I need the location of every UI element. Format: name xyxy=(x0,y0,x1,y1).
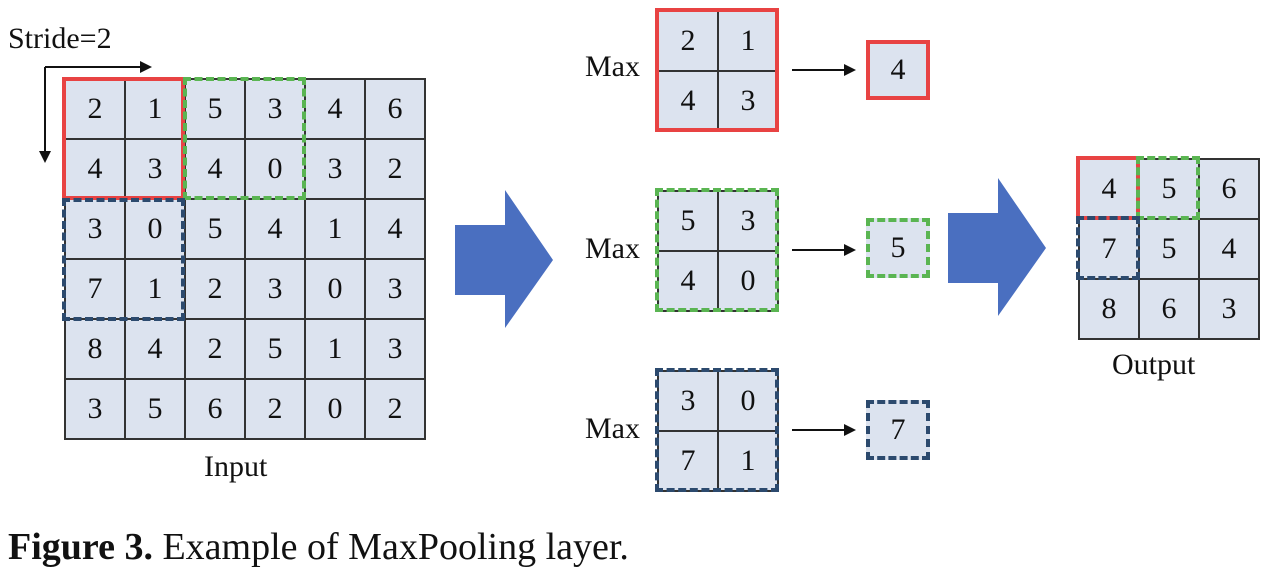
input-cell: 5 xyxy=(185,79,245,139)
window-2-cell: 4 xyxy=(658,251,718,311)
input-cell: 5 xyxy=(125,379,185,439)
input-cell: 2 xyxy=(65,79,125,139)
output-cell: 4 xyxy=(1079,159,1139,219)
input-cell: 4 xyxy=(305,79,365,139)
result-box-1: 4 xyxy=(866,40,930,100)
big-arrow-2 xyxy=(948,178,1046,316)
input-cell: 7 xyxy=(65,259,125,319)
input-cell: 4 xyxy=(65,139,125,199)
caption-bold: Figure 3. xyxy=(8,526,153,568)
window-3-arrow xyxy=(792,424,856,436)
window-2-arrow xyxy=(792,244,856,256)
output-cell: 4 xyxy=(1199,219,1259,279)
input-label: Input xyxy=(204,450,268,483)
input-cell: 3 xyxy=(245,79,305,139)
window-2-cell: 3 xyxy=(718,191,778,251)
window-1-cell: 2 xyxy=(658,11,718,71)
input-cell: 1 xyxy=(305,199,365,259)
output-cell: 6 xyxy=(1199,159,1259,219)
window-1-cell: 3 xyxy=(718,71,778,131)
input-cell: 8 xyxy=(65,319,125,379)
result-box-3: 7 xyxy=(866,400,930,460)
input-cell: 0 xyxy=(305,379,365,439)
input-cell: 4 xyxy=(125,319,185,379)
stride-arrows xyxy=(39,61,152,163)
input-cell: 5 xyxy=(185,199,245,259)
input-cell: 3 xyxy=(65,379,125,439)
input-cell: 3 xyxy=(125,139,185,199)
input-cell: 5 xyxy=(245,319,305,379)
output-cell: 6 xyxy=(1139,279,1199,339)
figure-caption: Figure 3. Example of MaxPooling layer. xyxy=(8,525,629,569)
window-2-cell: 0 xyxy=(718,251,778,311)
max-label-2: Max xyxy=(585,232,640,265)
input-cell: 1 xyxy=(125,259,185,319)
input-cell: 3 xyxy=(365,259,425,319)
input-cell: 2 xyxy=(185,319,245,379)
input-cell: 2 xyxy=(185,259,245,319)
caption-text: Example of MaxPooling layer. xyxy=(152,526,629,568)
big-arrow-1 xyxy=(455,190,553,328)
stride-label: Stride=2 xyxy=(8,22,112,55)
output-cell: 8 xyxy=(1079,279,1139,339)
window-3-cell: 3 xyxy=(658,371,718,431)
input-cell: 3 xyxy=(65,199,125,259)
max-label-1: Max xyxy=(585,50,640,83)
input-cell: 3 xyxy=(305,139,365,199)
input-cell: 0 xyxy=(245,139,305,199)
result-box-2: 5 xyxy=(866,218,930,278)
input-cell: 4 xyxy=(365,199,425,259)
window-2-cell: 5 xyxy=(658,191,718,251)
window-3-cell: 0 xyxy=(718,371,778,431)
output-cell: 3 xyxy=(1199,279,1259,339)
input-cell: 1 xyxy=(305,319,365,379)
max-label-3: Max xyxy=(585,412,640,445)
input-cell: 6 xyxy=(185,379,245,439)
window-1-cell: 1 xyxy=(718,11,778,71)
input-cell: 2 xyxy=(245,379,305,439)
input-cell: 2 xyxy=(365,379,425,439)
output-label: Output xyxy=(1112,348,1196,381)
window-3-cell: 1 xyxy=(718,431,778,491)
input-cell: 1 xyxy=(125,79,185,139)
input-cell: 4 xyxy=(185,139,245,199)
input-cell: 4 xyxy=(245,199,305,259)
window-3-cell: 7 xyxy=(658,431,718,491)
output-cell: 7 xyxy=(1079,219,1139,279)
output-cell: 5 xyxy=(1139,219,1199,279)
window-1-arrow xyxy=(792,64,856,76)
input-cell: 3 xyxy=(245,259,305,319)
window-1-cell: 4 xyxy=(658,71,718,131)
input-cell: 6 xyxy=(365,79,425,139)
output-cell: 5 xyxy=(1139,159,1199,219)
input-cell: 3 xyxy=(365,319,425,379)
input-cell: 0 xyxy=(305,259,365,319)
input-cell: 0 xyxy=(125,199,185,259)
input-cell: 2 xyxy=(365,139,425,199)
